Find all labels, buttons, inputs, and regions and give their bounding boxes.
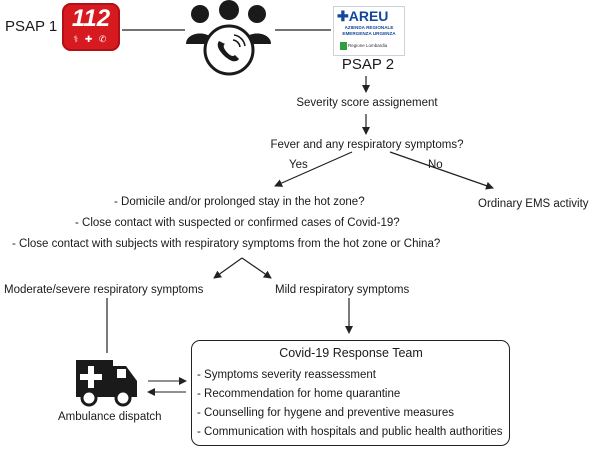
arrow-to-mild [241, 257, 272, 279]
lombardia-emblem-icon [340, 42, 347, 50]
no-label: No [428, 159, 443, 171]
response-team-title: Covid-19 Response Team [279, 346, 423, 360]
logo-112-symbols: ⚕ ✚ ✆ [73, 34, 109, 44]
logo-112-number: 112 [71, 5, 111, 32]
response-team-item: - Counselling for hygene and preventive … [197, 407, 454, 419]
ambulance-icon [76, 360, 137, 407]
people-with-phone-icon [186, 0, 271, 76]
arrow-to-moderate [213, 257, 243, 279]
ordinary-ems-outcome: Ordinary EMS activity [478, 198, 589, 210]
areu-subtitle: AZIENDA REGIONALE EMERGENZA URGENZA [342, 25, 396, 36]
arrow-no [389, 151, 494, 190]
response-team-item: - Communication with hospitals and publi… [197, 426, 503, 438]
psap2-label: PSAP 2 [341, 56, 395, 73]
mild-branch: Mild respiratory symptoms [275, 284, 410, 296]
criteria-item: - Close contact with suspected or confir… [75, 217, 400, 229]
response-team-item: - Recommendation for home quarantine [197, 388, 401, 400]
response-team-item: - Symptoms severity reassessment [197, 369, 376, 381]
fever-question: Fever and any respiratory symptoms? [270, 139, 464, 151]
areu-region: Regione Lombardia [348, 43, 388, 48]
arrow-yes [274, 151, 353, 187]
response-team-box [191, 340, 510, 446]
psap2-areu-logo: ✚AREU AZIENDA REGIONALE EMERGENZA URGENZ… [333, 6, 405, 56]
severity-score-step: Severity score assignement [296, 97, 438, 109]
moderate-severe-branch: Moderate/severe respiratory symptoms [4, 284, 204, 296]
areu-brand: ✚AREU [337, 8, 389, 24]
psap1-label: PSAP 1 [5, 18, 58, 35]
ambulance-dispatch-label: Ambulance dispatch [58, 411, 162, 423]
criteria-item: - Close contact with subjects with respi… [12, 238, 441, 250]
yes-label: Yes [289, 159, 308, 171]
criteria-item: - Domicile and/or prolonged stay in the … [114, 196, 365, 208]
psap1-112-logo: 112 ⚕ ✚ ✆ [62, 3, 120, 51]
